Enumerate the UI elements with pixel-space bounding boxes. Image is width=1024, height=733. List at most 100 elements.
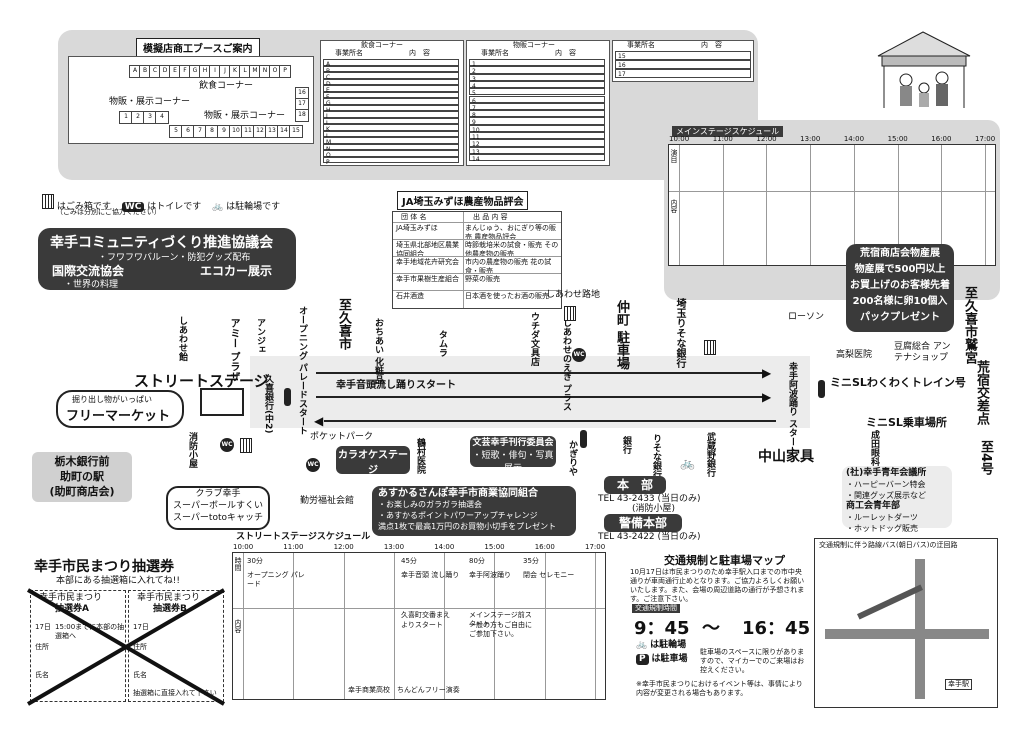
- bus-road-h: [825, 629, 989, 639]
- tsurumura-clinic: 鶴村医院: [415, 438, 425, 474]
- goods-table-number-12: 13: [469, 146, 605, 156]
- traffic-time-tilde: 〜: [702, 618, 720, 639]
- ja-col-item: 出 品 内 容: [473, 213, 508, 221]
- bus-detour-map: 交通規制に伴う路線バス(朝日バス)の迂回路 幸手駅: [814, 538, 998, 708]
- ginko: 銀行: [621, 436, 631, 454]
- road-arrow-right-2-head: ▶: [762, 390, 772, 404]
- street-time-6: 16:00: [534, 543, 555, 551]
- ja-table: 団 体 名 出 品 内 容 JA埼玉みずほまんじゅう、おにぎり等の販売 農産物品…: [392, 211, 562, 309]
- shoko-2: ・ルーレットダーツ: [846, 513, 918, 522]
- ja-row-item: まんじゅう、おにぎり等の販売 農産物品評会: [465, 224, 556, 241]
- bus-map-title: 交通規制に伴う路線バス(朝日バス)の迂回路: [819, 541, 958, 549]
- ticket-b-address: 住所: [133, 643, 147, 651]
- traffic-footer: ※幸手市民まつりにおけるイベント等は、事情により内容が変更される場合もあります。: [636, 680, 803, 697]
- street-time-2: 12:00: [333, 543, 354, 551]
- street-schedule-footer: 幸手商業高校 ちんどんフリー演奏: [348, 686, 460, 694]
- food-table-letter-8: I: [323, 111, 459, 120]
- uchida: ウチダ文具店: [529, 312, 539, 366]
- honbu-tel: TEL 43-2433 (当日のみ): [598, 494, 701, 504]
- ja-col-divider: [463, 212, 464, 308]
- goods-col-shop: 事業所名: [481, 49, 509, 57]
- main-time-5: 15:00: [887, 135, 908, 143]
- keibi-box: 警備本部: [604, 514, 682, 532]
- food-table-letter-12: M: [323, 137, 459, 146]
- ticket-a-title: 幸手市民まつり: [39, 593, 103, 603]
- street-stage-label: ストリートステージ: [134, 372, 269, 390]
- goods-table-number-9: 10: [469, 124, 605, 134]
- opening-parade: オープニング パレードスタート: [297, 306, 307, 436]
- lawson: ローソン: [788, 312, 825, 322]
- booth-letter-4: E: [169, 65, 181, 78]
- main-time-divider: [766, 145, 768, 265]
- main-time-divider: [897, 145, 899, 265]
- promo-line4: エコカー展示: [200, 264, 273, 278]
- park-label-text: は駐車場: [651, 654, 688, 664]
- legend: はごみ箱です WC はトイレです 🚲 は駐輪場です: [42, 194, 280, 212]
- food-table-letter-14: O: [323, 150, 459, 159]
- park-note: 駐車場のスペースに限りがありますので、マイカーでのご来場はお控えください。: [700, 648, 805, 674]
- bicycle-icon-legend: 🚲: [636, 640, 648, 650]
- traffic-signal-3: [818, 380, 825, 398]
- satte-chant-start: 幸手音頭流し踊りスタート: [336, 380, 456, 391]
- tent-body: [881, 55, 967, 67]
- arajuku-promo-4: 200名様に卵10個入: [852, 296, 948, 307]
- seinenbu-1: (社)幸手青年会議所: [846, 468, 927, 478]
- goods-corner-label-2: 物販・展示コーナー: [204, 111, 286, 121]
- ashikaga-box: あすかるさんぽ幸手市商業協同組合 ・お楽しみのガラガラ抽選会 ・あすかるポイント…: [372, 486, 576, 536]
- nakamachi-parking: 仲町 駐車場: [614, 300, 629, 370]
- food-table-letter-13: N: [323, 143, 459, 153]
- parking-icon: P: [636, 654, 649, 665]
- main-time-divider: [810, 145, 812, 265]
- amiplaza: アミー プラザ: [228, 318, 239, 382]
- goods-table-number-0: 1: [469, 59, 605, 68]
- ja-row-group: 幸手地域花卉研究会: [396, 258, 459, 266]
- narita-clinic: 成田眼科医院: [869, 430, 879, 484]
- person-2: [935, 71, 949, 85]
- main-time-6: 16:00: [931, 135, 952, 143]
- person-3: [918, 82, 930, 94]
- goods2-col-content: 内 容: [701, 41, 722, 49]
- main-road: [250, 356, 810, 428]
- club-satte-box: クラブ幸手 スーパーボールすくい スーパーtotoキャッチ: [166, 486, 270, 530]
- main-time-divider: [679, 145, 680, 265]
- person-1-body: [900, 86, 912, 106]
- goods-table-number-6: 7: [469, 102, 605, 112]
- goods-table-number-10: 11: [469, 132, 605, 141]
- ja-row-item: 時節栽培米の試食・販売 その他農産物の販売: [465, 241, 559, 258]
- food-table-letter-11: L: [323, 130, 459, 140]
- street-event-dur-0: 30分: [247, 557, 263, 565]
- food-table-letter-7: H: [323, 104, 459, 114]
- food-table-letter-6: G: [323, 98, 459, 107]
- satte-dance-start: 幸手阿波踊り スタート: [787, 362, 797, 456]
- food-table-letter-4: E: [323, 85, 459, 94]
- road-arrow-left-head: ◀: [314, 414, 324, 428]
- main-time-3: 13:00: [800, 135, 821, 143]
- arajuku-promo-5: パックプレゼント: [860, 312, 940, 323]
- free-market-box: 掘り出し物がいっぱい フリーマーケット: [56, 390, 184, 428]
- kinro-hall: 勤労福祉会館: [300, 496, 355, 506]
- main-time-divider: [722, 145, 724, 265]
- bus-map-station: 幸手駅: [945, 679, 972, 690]
- booth-number-a-3: 4: [155, 111, 169, 124]
- street-time-divider: [595, 553, 596, 699]
- ticket-a-name: 氏名: [35, 671, 49, 679]
- street-time-divider: [544, 553, 546, 699]
- street-event-label-3: 閉会 セレモニー: [523, 571, 575, 579]
- seinenbu-3: ・関連グッズ展示など: [846, 491, 926, 500]
- booth-number-b-9: 14: [277, 125, 291, 138]
- club-satte-3: スーパーtotoキャッチ: [173, 513, 263, 523]
- bus-road-v: [915, 559, 925, 699]
- street-schedule-title: ストリートステージスケジュール: [236, 532, 371, 542]
- shoko-3: ・ホットドッグ販売: [846, 524, 918, 533]
- goods-table-number-2: 3: [469, 73, 605, 83]
- street-time-divider: [494, 553, 496, 699]
- ja-row-divider: [393, 239, 561, 240]
- toilet-icon: WC: [121, 202, 145, 212]
- booth-letter-3: D: [159, 65, 171, 78]
- main-row-label-0: 演目: [670, 149, 678, 163]
- main-time-divider: [941, 145, 943, 265]
- seinenbu-box: (社)幸手青年会議所 ・ハーピーバーン特会 ・関連グッズ展示など 商工会青年部 …: [842, 466, 952, 533]
- honbu-sub: (消防小屋): [632, 504, 676, 514]
